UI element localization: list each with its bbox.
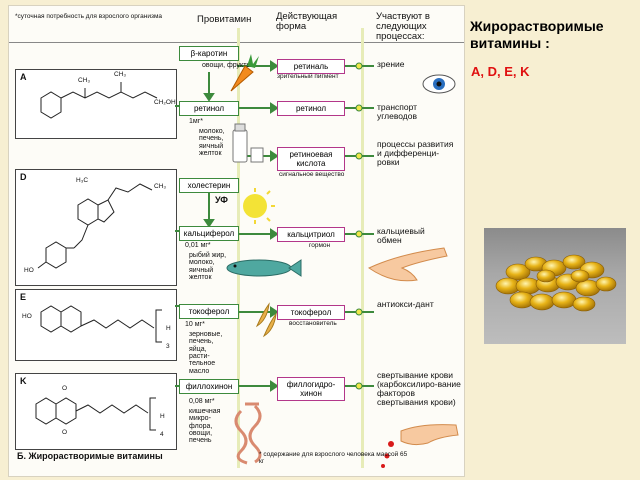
provitamin-tocopherol: токоферол [179,304,239,319]
source-milk: молоко, печень, яичный желток [199,128,225,158]
provitamin-retinol: ретинол [179,101,239,116]
fish-oil-capsules-photo [484,228,626,344]
flow-band [361,28,364,468]
vitamin-k-molecule [35,397,156,431]
vitamin-a-molecule [40,82,158,119]
vitamin-e-structure: E HO H 3 [15,289,177,361]
dose-calciferol: 0,01 мг* [185,242,211,249]
chem-h-label: H [160,413,165,420]
process-development: процессы развития и дифференци-ровки [377,139,454,167]
chem-subscript-label: 4 [160,431,164,438]
slide-title: Жирорастворимые витамины : [470,18,604,51]
milk-bottle-icon [232,123,264,163]
header-divider [9,42,464,43]
note-visual-pigment: зрительный пигмент [277,73,339,80]
fish-icon [226,259,302,277]
dose-phylloquinone: 0,08 мг* [189,398,215,405]
connector-lines [175,60,374,392]
process-carbohydrate-transport: транспорт углеводов [377,102,418,121]
chem-ho-label: HO [22,313,32,320]
process-blood-clotting: свертывание крови (карбоксилиро-вание фа… [377,370,461,407]
vitamin-k-structure: K O O H 4 [15,373,177,450]
chem-ch3-label: CH₃ [78,77,91,84]
column-active-form: Действующая форма [276,11,338,32]
daily-requirement-note: *суточная потребность для взрослого орга… [15,13,163,20]
letter-d: D [20,172,27,182]
chem-ch3-label: CH₃ [114,71,127,78]
illustrations [226,54,459,468]
capsules-image [495,254,617,312]
letter-a: A [20,72,27,82]
chem-ch2oh-label: CH₂OH [154,99,176,106]
provitamin-calciferol: кальциферол [179,226,239,241]
active-retinoic-acid: ретиноевая кислота [277,147,345,171]
vitamin-d-molecule [37,183,153,269]
provitamin-phylloquinone: филлохинон [179,379,239,394]
chem-h-label: H [166,325,171,332]
active-retinal: ретиналь [277,59,345,74]
active-phylloquinol: филлогидро-хинон [277,377,345,401]
chem-o-label: O [62,385,68,392]
column-provitamin: Провитамин [197,14,252,25]
chem-o-label: O [62,429,68,436]
finger-icon [381,424,459,468]
process-antioxidant: антиокси-дант [377,299,434,309]
vitamin-diagram: *суточная потребность для взрослого орга… [8,5,465,477]
provitamin-cholesterol: холестерин [179,178,239,193]
source-cereals: зерновые, печень, яйца, расти-тельное ма… [189,331,223,375]
chem-ho-label: HO [24,267,34,274]
carrot-icon [230,54,259,92]
process-vision: зрение [377,59,405,69]
note-reducing-agent: восстановитель [289,320,337,327]
chem-ch3-label: CH₃ [154,183,167,190]
slide-subtitle: A, D, E, K [471,64,530,79]
chem-h3c-label: H₃C [76,177,89,184]
note-hormone: гормон [309,242,331,249]
vitamin-d-structure: D H₃C CH₃ HO [15,169,177,286]
flow-band [237,28,240,468]
process-calcium-metabolism: кальциевый обмен [377,226,425,245]
source-vegetables: овощи, фрукты [202,62,252,69]
dose-tocopherol: 10 мг* [185,321,205,328]
footer-note: * содержание для взрослого человека масс… [259,451,408,465]
intestine-icon [234,402,262,465]
source-fish-oil: рыбий жир, молоко, яичный желток [189,252,227,282]
grain-icon [255,302,277,338]
source-intestinal-flora: кишечная микро-флора, овощи, печень [189,408,221,445]
eye-icon [422,74,456,94]
diagram-caption: Б. Жирорастворимые витамины [17,451,163,461]
letter-e: E [20,292,27,302]
active-tocopherol: токоферол [277,305,345,320]
active-calcitriol: кальцитриол [277,227,345,242]
letter-k: K [20,376,27,386]
uv-label: УФ [215,195,228,205]
active-retinol: ретинол [277,101,345,116]
vitamin-e-molecule [40,305,162,343]
dose-retinol: 1мг* [189,118,203,125]
column-processes: Участвуют в следующих процессах: [376,11,430,42]
vitamin-a-structure: A CH₃ CH₃ CH₂OH [15,69,177,139]
note-signal-substance: сигнальное вещество [279,171,345,178]
chem-subscript-label: 3 [166,343,170,350]
sun-icon [243,188,275,224]
hand-icon [368,247,448,282]
provitamin-beta-carotene: β-каротин [179,46,239,61]
